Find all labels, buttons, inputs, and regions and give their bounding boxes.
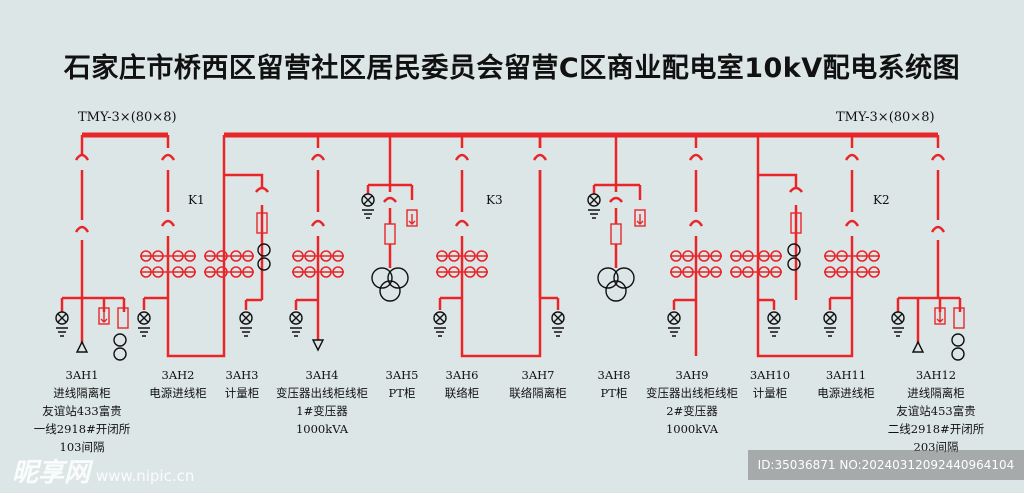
disconnector-3ah1-bottom: [74, 220, 90, 240]
ct-group-3ah10: [730, 250, 782, 278]
disconnector-3ah9-top: [688, 148, 704, 170]
disconnector-3ah12-top: [930, 148, 946, 170]
switch-label-k1: K1: [188, 193, 205, 207]
feeder-3ah8: [592, 135, 642, 268]
arrester-3ah1: [98, 307, 110, 325]
fuse-3ah10: [790, 212, 802, 234]
arrester-3ah5: [406, 209, 418, 227]
voltmeter-3ah12: [951, 333, 965, 361]
feeder-3ah1: [60, 135, 126, 344]
disconnector-3ah7-top: [532, 148, 548, 170]
watermark-url: www.nipic.cn: [96, 467, 195, 485]
ct-group-3ah3: [204, 250, 254, 278]
disconnector-3ah4-top: [310, 148, 326, 170]
feeder-3ah2: [142, 135, 226, 358]
disconnector-3ah5: [383, 192, 397, 208]
disconnector-3ah8: [609, 192, 623, 208]
earth-3ah8: [587, 193, 601, 219]
fuse-3ah8: [610, 223, 622, 245]
earth-3ah3: [239, 311, 253, 337]
fuse-3ah3: [256, 212, 268, 234]
disconnector-3ah6-top: [454, 148, 470, 170]
busbar-spec-left: TMY-3×(80×8): [78, 110, 177, 125]
disconnector-3ah1-top: [74, 148, 90, 170]
feeder-3ah5: [366, 135, 414, 268]
feeder-3ah10: [756, 135, 798, 310]
ct-group-3ah6: [436, 250, 488, 278]
cable-arrow-3ah1: [75, 340, 89, 353]
earth-3ah12: [891, 311, 905, 337]
disconnector-3ah12-bottom: [930, 220, 946, 240]
switch-label-k3: K3: [486, 193, 503, 207]
disconnector-3ah10: [789, 186, 803, 193]
arrester-3ah12: [934, 307, 946, 325]
diagram-title: 石家庄市桥西区留营社区居民委员会留营C区商业配电室10kV配电系统图: [63, 53, 961, 84]
disconnector-3ah2-bottom: [160, 212, 176, 236]
earth-3ah7: [551, 311, 565, 337]
voltmeter-3ah3: [257, 243, 271, 271]
ct-group-3ah9: [670, 250, 722, 278]
feeder-3ah6: [438, 135, 542, 358]
image-id-badge: ID:35036871 NO:20240312092440964104: [748, 450, 1024, 480]
voltmeter-3ah1: [113, 333, 127, 361]
switch-label-k2: K2: [873, 193, 890, 207]
cable-arrow-3ah4: [311, 339, 325, 352]
watermark-brand: 昵享网: [12, 458, 91, 488]
disconnector-3ah6-bottom: [454, 212, 470, 236]
earth-3ah9: [667, 311, 681, 337]
ct-group-3ah2: [140, 250, 196, 278]
feeder-3ah12: [896, 135, 962, 344]
voltmeter-3ah10: [787, 243, 801, 271]
ct-group-3ah11: [824, 250, 880, 278]
ct-group-3ah4: [292, 250, 344, 278]
earth-3ah1: [55, 311, 69, 337]
fuse-3ah5: [384, 223, 396, 245]
disconnector-3ah11-bottom: [844, 212, 860, 236]
disconnector-3ah2-top: [160, 148, 176, 170]
busbar-spec-right: TMY-3×(80×8): [836, 110, 935, 125]
fuse-3ah1: [117, 307, 129, 329]
cable-arrow-3ah12: [911, 340, 925, 353]
feeder-3ah11: [756, 135, 854, 358]
disconnector-3ah11-top: [844, 148, 860, 170]
disconnector-3ah4-bottom: [310, 212, 326, 236]
earth-3ah10: [767, 311, 781, 337]
arrester-3ah8: [634, 209, 646, 227]
feeder-3ah3: [224, 173, 264, 310]
earth-3ah11: [823, 311, 837, 337]
disconnector-3ah3: [255, 186, 269, 193]
earth-3ah6: [433, 311, 447, 337]
earth-3ah4: [289, 311, 303, 337]
disconnector-3ah9-bottom: [688, 212, 704, 236]
earth-3ah2: [137, 311, 151, 337]
pt-transformer-3ah5: [371, 267, 409, 302]
earth-3ah5: [361, 193, 375, 219]
watermark: 昵享网 www.nipic.cn: [12, 452, 194, 489]
pt-transformer-3ah8: [597, 267, 635, 302]
fuse-3ah12: [953, 307, 965, 329]
